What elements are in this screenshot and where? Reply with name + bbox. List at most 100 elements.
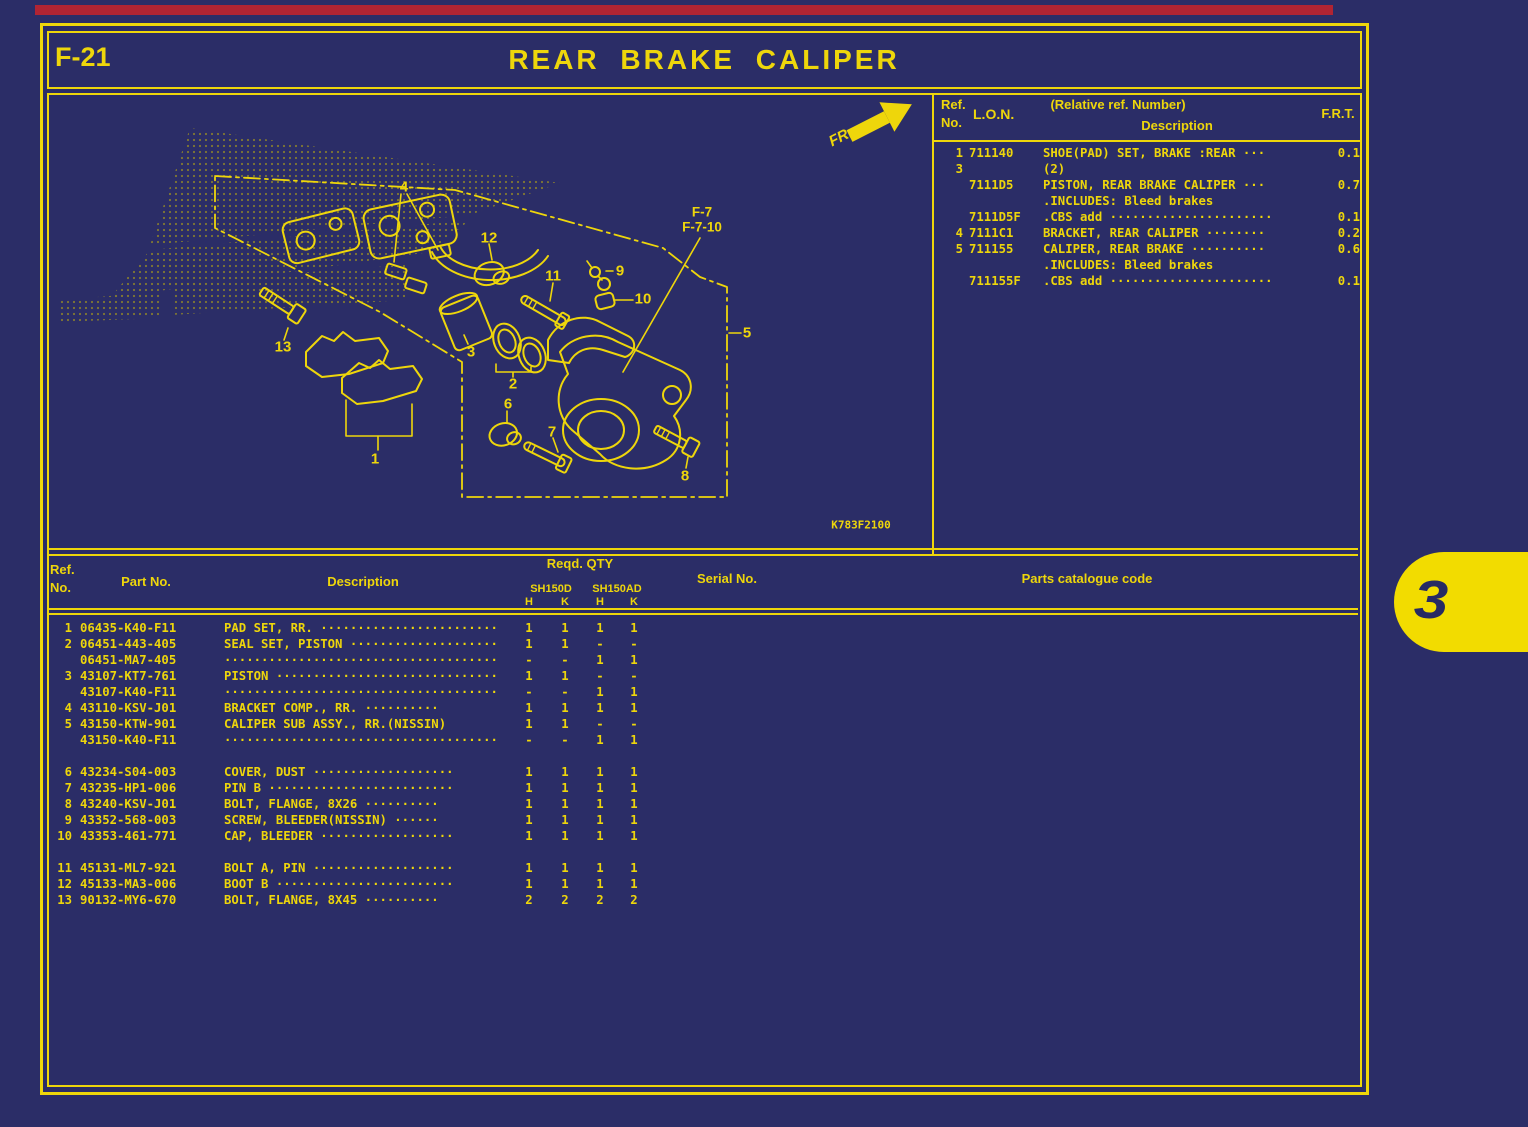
qty-sh150d-h: 1 [525, 637, 533, 651]
parts-col-catalog: Parts catalogue code [1021, 571, 1153, 586]
part-ref-no: 6 [64, 765, 72, 779]
part-number: 43240-KSV-J01 [80, 797, 177, 811]
qty-sh150d-k: 1 [561, 797, 569, 811]
parts-col-k2: K [630, 596, 638, 608]
qty-sh150ad-h: - [596, 669, 604, 683]
part-ref-no: 12 [57, 877, 72, 891]
qty-sh150d-k: - [561, 733, 569, 747]
ref-description: BRACKET, REAR CALIPER ········ [1043, 226, 1266, 240]
qty-sh150d-h: 1 [525, 669, 533, 683]
part-ref-no: 4 [64, 701, 72, 715]
section-tab[interactable]: 3 [1394, 552, 1528, 652]
qty-sh150ad-k: - [630, 637, 638, 651]
part-ref-no: 5 [64, 717, 72, 731]
parts-table-rows: 1 06435-K40-F11 PAD SET, RR. ···········… [46, 620, 696, 908]
part-description: BOLT, FLANGE, 8X26 ·········· [224, 797, 439, 811]
part-description: SCREW, BLEEDER(NISSIN) ······ [224, 813, 439, 827]
top-red-bar [35, 5, 1333, 15]
parts-table-row: 5 43150-KTW-901 CALIPER SUB ASSY., RR.(N… [46, 716, 696, 732]
ref-no: 3 [955, 162, 963, 176]
part-ref-no: 3 [64, 669, 72, 683]
ref-col-description: Description [1141, 118, 1213, 133]
qty-sh150ad-h: 1 [596, 797, 604, 811]
part-number: 43352-568-003 [80, 813, 177, 827]
diagram-callout: 2 [508, 375, 518, 393]
ref-col-relative: (Relative ref. Number) [1050, 97, 1186, 112]
part-number: 06451-443-405 [80, 637, 177, 651]
part-description: CALIPER SUB ASSY., RR.(NISSIN) [224, 717, 447, 731]
part-description: BRACKET COMP., RR. ·········· [224, 701, 439, 715]
parts-col-k1: K [561, 596, 569, 608]
qty-sh150ad-h: 1 [596, 861, 604, 875]
page-header-box [47, 31, 1362, 89]
divider-h-top2 [49, 554, 1358, 556]
part-description: COVER, DUST ··················· [224, 765, 454, 779]
ref-table-row: 711155F .CBS add ······················ … [943, 273, 1363, 289]
qty-sh150d-k: 1 [561, 621, 569, 635]
ref-table-row: .INCLUDES: Bleed brakes [943, 257, 1363, 273]
parts-table-row: 2 06451-443-405 SEAL SET, PISTON ·······… [46, 636, 696, 652]
qty-sh150d-k: 1 [561, 765, 569, 779]
part-description: BOLT, FLANGE, 8X45 ·········· [224, 893, 439, 907]
part-ref-no: 8 [64, 797, 72, 811]
qty-sh150ad-k: - [630, 717, 638, 731]
ref-lon: 711155F [969, 274, 1021, 288]
qty-sh150ad-k: - [630, 669, 638, 683]
part-number: 06435-K40-F11 [80, 621, 177, 635]
ref-col-frt: F.R.T. [1321, 106, 1355, 121]
qty-sh150d-k: 1 [561, 717, 569, 731]
qty-sh150ad-h: 1 [596, 813, 604, 827]
parts-col-part: Part No. [121, 574, 171, 589]
part-number: 06451-MA7-405 [80, 653, 177, 667]
ref-table-header-underline [933, 140, 1360, 142]
parts-table-row: 4 43110-KSV-J01 BRACKET COMP., RR. ·····… [46, 700, 696, 716]
parts-col-serial: Serial No. [697, 571, 757, 586]
qty-sh150d-h: 2 [525, 893, 533, 907]
part-ref-no: 7 [64, 781, 72, 795]
f7-reference: F-7 [691, 204, 713, 220]
parts-header-underline-2 [49, 613, 1358, 615]
ref-description: CALIPER, REAR BRAKE ·········· [1043, 242, 1266, 256]
ref-description: (2) [1043, 162, 1066, 176]
diagram-callout: 7 [547, 423, 557, 441]
part-description: PISTON ······························ [224, 669, 498, 683]
qty-sh150d-h: 1 [525, 877, 533, 891]
diagram-callout: 1 [370, 450, 380, 468]
parts-table-row: 43150-K40-F11 ··························… [46, 732, 696, 748]
qty-sh150ad-h: 2 [596, 893, 604, 907]
parts-header-underline-1 [49, 608, 1358, 610]
ref-description: .INCLUDES: Bleed brakes [1043, 258, 1214, 272]
qty-sh150ad-h: 1 [596, 877, 604, 891]
parts-col-qty: Reqd. QTY [546, 556, 614, 571]
ref-table-row: 3 (2) [943, 161, 1363, 177]
parts-table-row: 10 43353-461-771 CAP, BLEEDER ··········… [46, 828, 696, 844]
diagram-callout: 10 [634, 290, 652, 308]
qty-sh150d-k: 1 [561, 701, 569, 715]
qty-sh150d-h: 1 [525, 717, 533, 731]
page-code: F-21 [55, 42, 111, 72]
parts-table-row: 12 45133-MA3-006 BOOT B ················… [46, 876, 696, 892]
ref-table-row: 1 711140 SHOE(PAD) SET, BRAKE :REAR ··· … [943, 145, 1363, 161]
qty-sh150d-h: - [525, 685, 533, 699]
page-title: REAR BRAKE CALIPER [508, 44, 900, 75]
qty-sh150ad-h: 1 [596, 781, 604, 795]
parts-table-row: 9 43352-568-003 SCREW, BLEEDER(NISSIN) ·… [46, 812, 696, 828]
section-tab-number: 3 [1413, 570, 1449, 630]
part-ref-no: 9 [64, 813, 72, 827]
ref-lon: 711155 [969, 242, 1014, 256]
part-number: 43107-K40-F11 [80, 685, 177, 699]
parts-table-row: 11 45131-ML7-921 BOLT A, PIN ···········… [46, 860, 696, 876]
qty-sh150ad-k: 1 [630, 797, 638, 811]
qty-sh150d-h: 1 [525, 829, 533, 843]
diagram-callout: 9 [615, 262, 625, 280]
qty-sh150ad-h: 1 [596, 733, 604, 747]
qty-sh150ad-h: - [596, 637, 604, 651]
diagram-code: K783F2100 [831, 518, 891, 532]
parts-col-model2: SH150AD [592, 583, 642, 595]
diagram-callout: 6 [503, 395, 513, 413]
qty-sh150ad-h: 1 [596, 621, 604, 635]
part-ref-no: 1 [64, 621, 72, 635]
qty-sh150d-h: - [525, 653, 533, 667]
ref-description: PISTON, REAR BRAKE CALIPER ··· [1043, 178, 1266, 192]
